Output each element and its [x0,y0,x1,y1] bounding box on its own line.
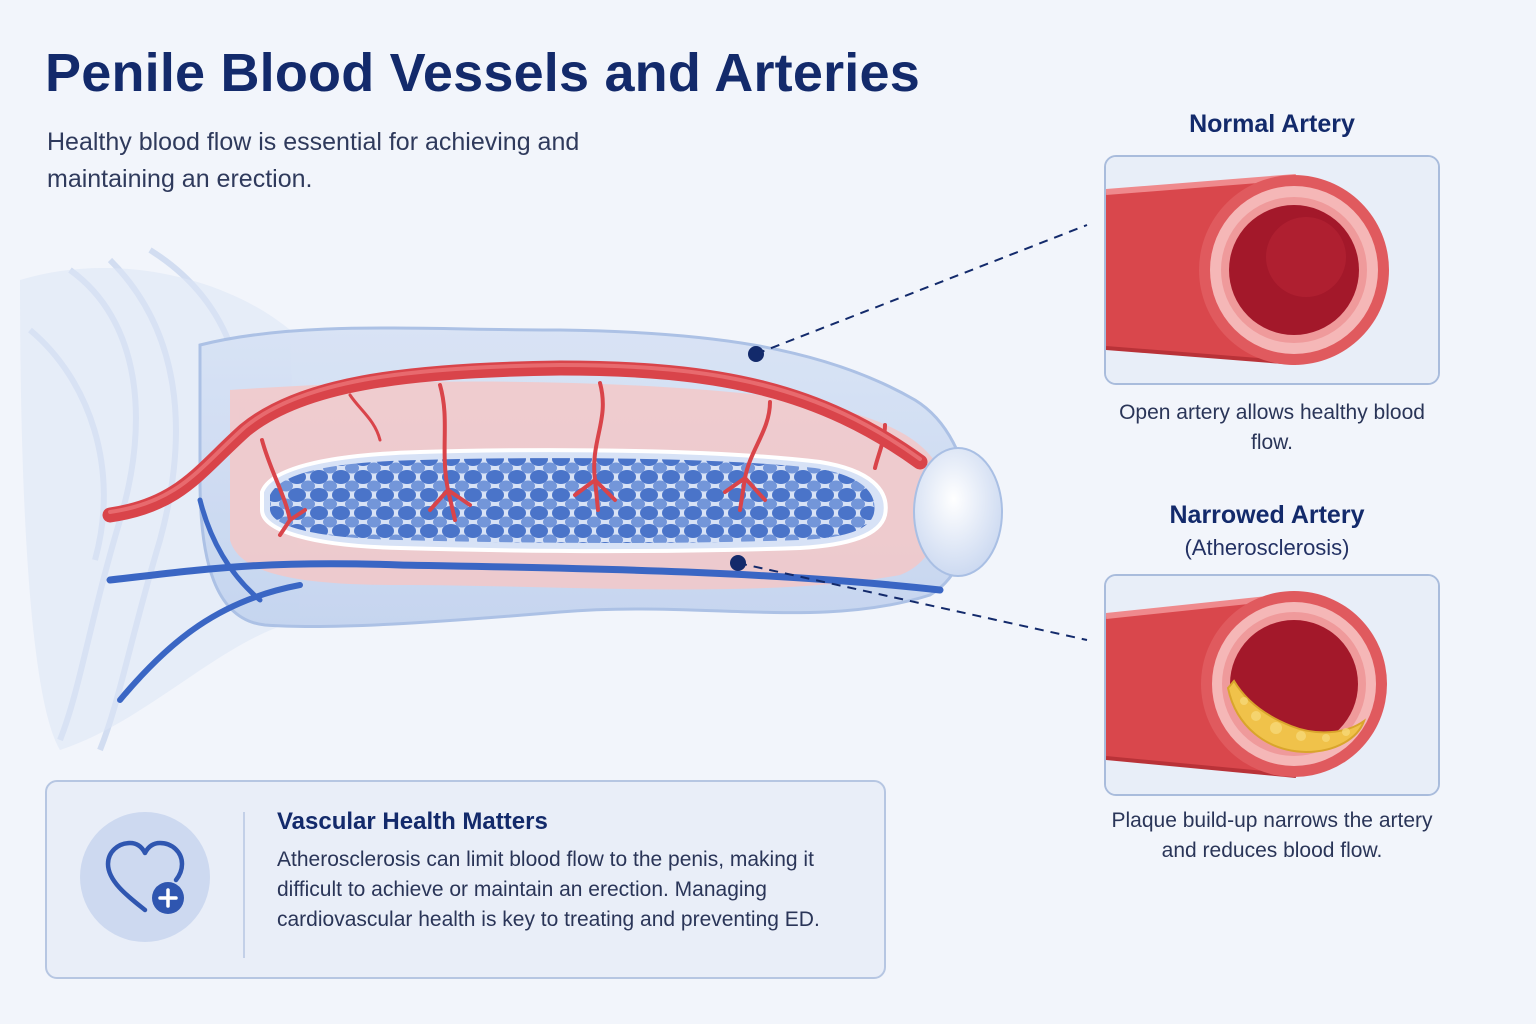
narrowed-artery-panel [1104,574,1440,796]
normal-artery-marker [748,346,764,362]
dorsal-artery [102,360,928,523]
heart-plus-icon [105,840,185,914]
icon-badge [80,812,210,942]
corpus-cavernosum [260,448,888,553]
artery-branches [260,381,887,537]
glans [913,447,1003,577]
narrowed-artery-crosssection [1106,576,1438,794]
normal-artery-crosssection [1106,157,1438,383]
vascular-health-card: Vascular Health Matters Atherosclerosis … [45,780,886,979]
narrowed-artery-heading: Narrowed Artery [1169,501,1365,529]
callout-lines [737,224,1088,641]
normal-artery-heading: Normal Artery [1189,110,1355,138]
normal-artery-panel [1104,155,1440,385]
narrowed-artery-caption: Plaque build-up narrows the artery and r… [1111,809,1433,862]
narrowed-artery-subheading: (Atherosclerosis) [1184,535,1350,560]
plaque-deposit [1226,679,1367,754]
veins [106,497,944,703]
normal-artery-caption: Open artery allows healthy blood flow. [1119,401,1425,454]
page-subtitle: Healthy blood flow is essential for achi… [47,128,580,193]
card-body: Atherosclerosis can limit blood flow to … [277,848,820,931]
card-divider [243,812,245,958]
card-title: Vascular Health Matters [277,808,548,835]
narrowed-artery-marker [730,555,746,571]
page-title: Penile Blood Vessels and Arteries [45,43,920,103]
